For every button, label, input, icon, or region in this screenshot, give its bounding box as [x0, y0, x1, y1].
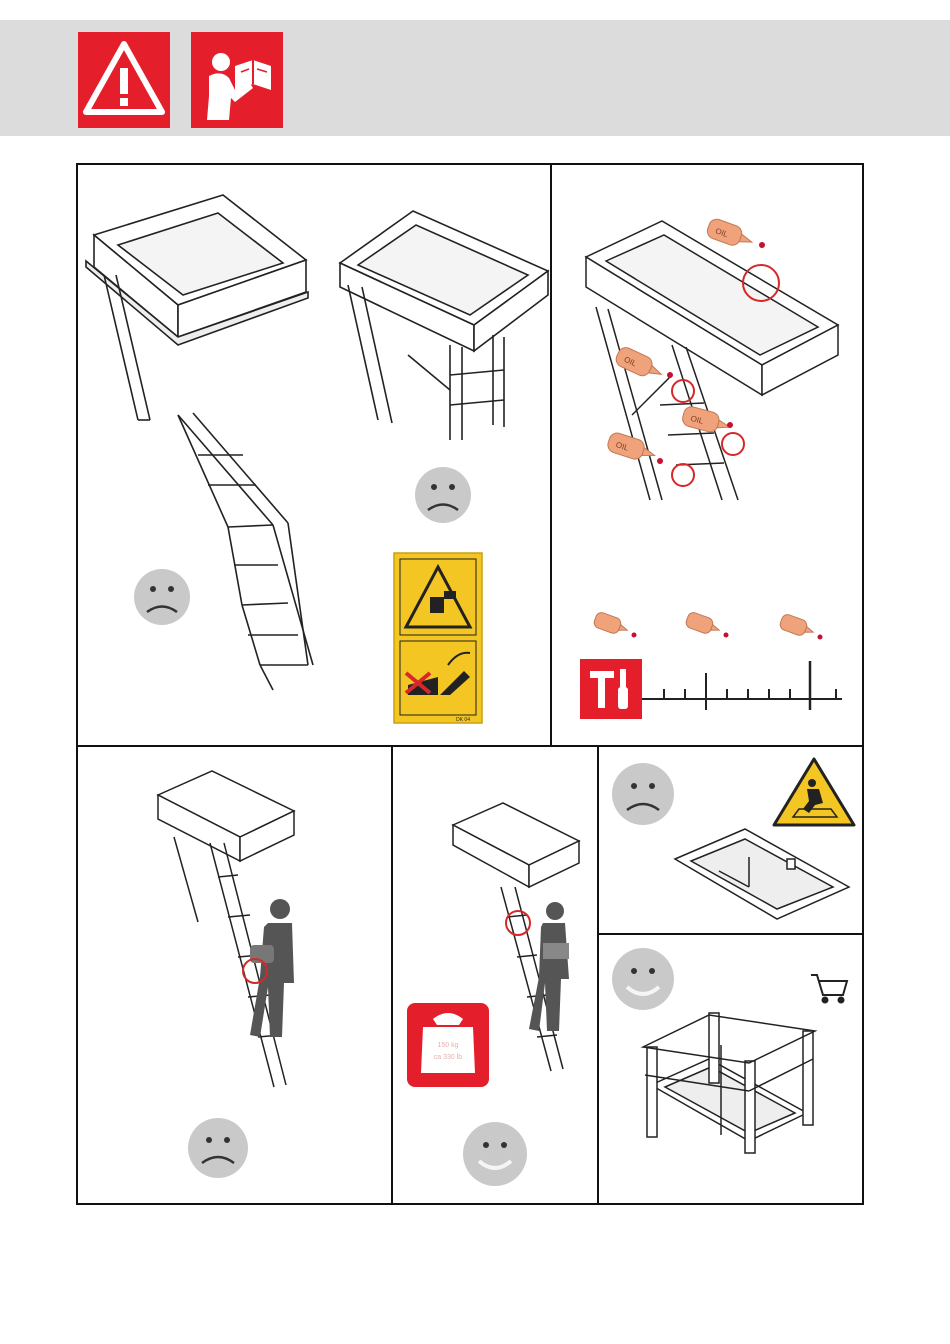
- label-code: DK 04: [456, 717, 470, 723]
- tools-icon: [580, 659, 642, 719]
- oil-can-icon: OIL: [705, 217, 765, 252]
- oil-can-icon: OIL: [614, 345, 673, 383]
- oil-can-icon: [593, 611, 637, 638]
- warning-label-sticker: DK 04: [394, 553, 482, 723]
- panel-bottom-right-bottom: [597, 933, 864, 1205]
- panel-top-left: DK 04: [76, 163, 552, 747]
- timeline-scale: [642, 661, 842, 710]
- panel-bottom-middle: 150 kg ca 330 lb: [391, 745, 599, 1205]
- shopping-cart-icon: [811, 975, 847, 1003]
- ladder-unfolded-illustration: [86, 195, 313, 690]
- sad-face-icon: [612, 763, 674, 825]
- fall-hazard-warning-icon: [774, 759, 854, 825]
- panel-bottom-left: [76, 745, 393, 1205]
- happy-face-icon: [463, 1122, 527, 1186]
- weight-text: 150 kg: [437, 1042, 458, 1049]
- oil-can-icon: [685, 611, 729, 638]
- open-hatch-illustration: [675, 829, 849, 919]
- correct-grip-marker: [506, 911, 530, 935]
- panel-bottom-right-top: [597, 745, 864, 935]
- read-manual-icon: [191, 32, 283, 128]
- weight-text: ca 330 lb: [434, 1054, 463, 1061]
- oil-can-icon: OIL: [606, 431, 663, 465]
- sad-face-icon: [188, 1118, 248, 1178]
- sad-face-icon: [415, 467, 471, 523]
- warning-triangle-icon: [78, 32, 170, 128]
- oil-can-icon: [779, 613, 823, 640]
- panel-top-right: OIL OIL OIL OIL: [550, 163, 864, 747]
- person-climbing-figure: [529, 902, 569, 1031]
- sad-face-icon: [134, 569, 190, 625]
- happy-face-icon: [612, 948, 674, 1010]
- max-load-weight-icon: 150 kg ca 330 lb: [407, 1003, 489, 1087]
- hatch-railing-illustration: [643, 1013, 815, 1153]
- ladder-folded-illustration: [340, 211, 548, 440]
